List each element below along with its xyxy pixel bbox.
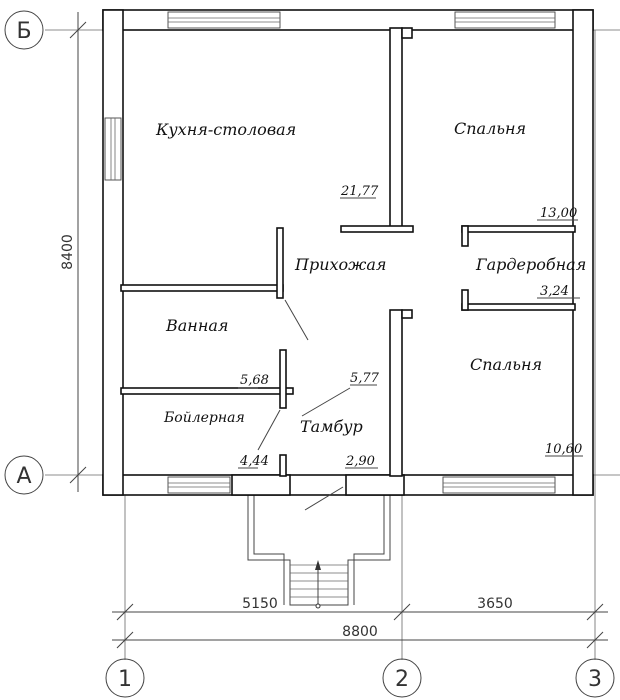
dimension-span-2-3: 3650 xyxy=(477,596,513,612)
svg-text:3: 3 xyxy=(588,667,602,692)
room-area-vestibule: 5,77 xyxy=(350,371,380,386)
room-name-hallway: Прихожая xyxy=(294,255,386,274)
axis-marker-a: А xyxy=(4,455,44,495)
room-area-porch: 2,90 xyxy=(345,454,375,469)
room-area-boiler: 4,44 xyxy=(239,454,269,469)
room-name-bedroom-top: Спальня xyxy=(454,119,526,138)
svg-text:1: 1 xyxy=(118,667,132,692)
svg-text:2: 2 xyxy=(395,667,409,692)
axis-marker-3: 3 xyxy=(575,658,615,698)
room-area-wardrobe: 3,24 xyxy=(540,284,569,299)
dimension-span-1-2: 5150 xyxy=(242,596,278,612)
axis-marker-b: Б xyxy=(4,10,44,50)
room-name-vestibule: Тамбур xyxy=(300,417,363,436)
room-name-wardrobe: Гардеробная xyxy=(475,255,586,274)
windows xyxy=(104,11,556,494)
leader-lines xyxy=(238,197,583,511)
axis-marker-1: 1 xyxy=(105,658,145,698)
room-area-bedroom-top: 13,00 xyxy=(540,206,577,221)
svg-text:Б: Б xyxy=(16,19,31,44)
room-name-boiler: Бойлерная xyxy=(163,410,245,426)
room-area-bathroom: 5,68 xyxy=(240,373,269,388)
svg-text:А: А xyxy=(16,464,31,489)
door-openings xyxy=(231,474,405,496)
dimension-total: 8800 xyxy=(342,624,378,640)
room-name-kitchen: Кухня-столовая xyxy=(155,120,296,139)
porch-stairs xyxy=(247,495,391,609)
room-area-kitchen: 21,77 xyxy=(340,184,379,199)
interior-walls xyxy=(120,27,576,477)
room-area-bedroom-bottom: 10,60 xyxy=(545,442,582,457)
axis-marker-2: 2 xyxy=(382,658,422,698)
room-name-bedroom-bottom: Спальня xyxy=(470,355,542,374)
dimension-lines xyxy=(69,12,608,649)
axis-grid-lines xyxy=(45,29,620,660)
room-name-bathroom: Ванная xyxy=(165,316,229,335)
dimension-height: 8400 xyxy=(60,234,76,270)
